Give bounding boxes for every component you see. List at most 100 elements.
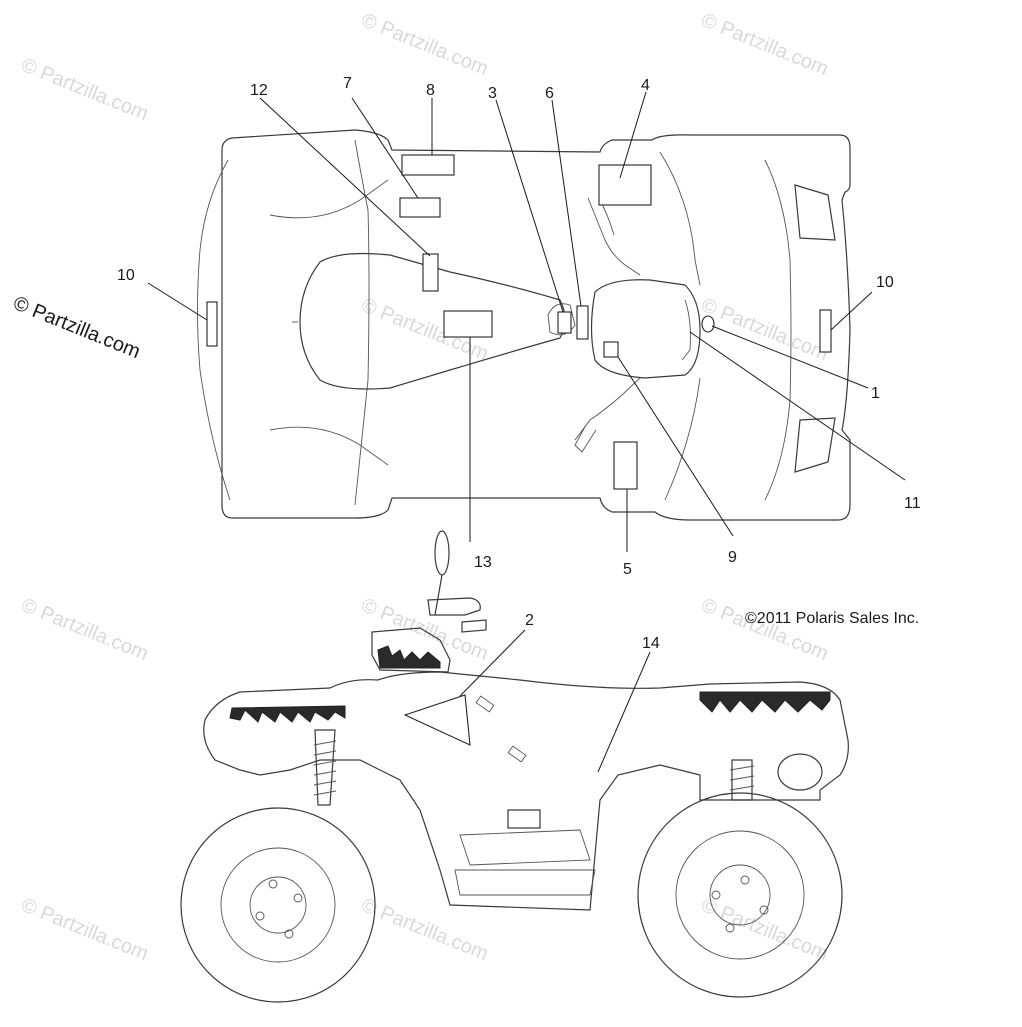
decal-13 (443, 310, 493, 338)
rear-lug-nut (740, 875, 750, 885)
rear-well-upper (269, 179, 389, 219)
rear-lug-nut (759, 905, 769, 915)
front-rack-pattern (377, 645, 441, 669)
callout-13: 13 (474, 554, 492, 571)
rear-rim (675, 830, 805, 960)
footrest (454, 869, 596, 896)
leader-2 (459, 629, 526, 697)
brand-watermark: © Partzilla.com (10, 292, 143, 363)
decal-12 (422, 253, 439, 292)
handlebar-lower (574, 377, 641, 441)
leader-6 (551, 99, 582, 307)
callout-11: 11 (904, 495, 921, 512)
pod-lens (681, 299, 691, 361)
handlebar-side (427, 597, 481, 616)
rear-well-lower (269, 426, 389, 466)
front-hub (249, 876, 307, 934)
decal-10-right (819, 309, 832, 353)
leader-12 (259, 97, 431, 257)
rear-fender-contour (197, 159, 231, 501)
callout-7: 7 (343, 75, 352, 92)
callout-10-left: 10 (117, 267, 135, 284)
front-fender-upper (659, 151, 701, 286)
decal-side-panel (507, 809, 541, 829)
decal-1 (701, 315, 715, 333)
rear-fender-edge (354, 139, 370, 506)
mirror-stem (434, 574, 443, 616)
muffler (777, 753, 823, 791)
decal-4 (598, 164, 652, 206)
seat-outline (299, 252, 566, 390)
rear-shock (731, 759, 753, 801)
leader-3 (495, 99, 564, 313)
footwell (459, 829, 591, 866)
decal-6 (576, 305, 589, 340)
front-fender-lower (664, 377, 701, 501)
handlebar-grip-lower (574, 424, 597, 453)
atv-side-view: 2 14 (180, 530, 849, 1003)
callout-12: 12 (250, 82, 268, 99)
callout-14: 14 (642, 635, 660, 652)
watermark-text: © Partzilla.com (698, 594, 831, 665)
watermark-text: © Partzilla.com (358, 9, 491, 80)
front-shock (314, 729, 336, 806)
callout-4: 4 (641, 77, 650, 94)
rear-hub (709, 864, 771, 926)
front-fender-inner (764, 159, 792, 501)
watermark-text: © Partzilla.com (698, 9, 831, 80)
watermark-text: © Partzilla.com (358, 894, 491, 965)
body-outline (221, 129, 851, 521)
mirror (434, 530, 450, 576)
front-pod-side (371, 627, 451, 673)
decal-2-triangle (403, 694, 471, 746)
front-pod (590, 279, 701, 379)
callout-2: 2 (525, 612, 534, 629)
rear-tire (637, 792, 843, 998)
decal-10-left (206, 301, 218, 347)
watermark-text: © Partzilla.com (18, 894, 151, 965)
rear-lug-nut (711, 890, 721, 900)
tank-cap (547, 303, 576, 336)
leader-14 (597, 651, 651, 773)
front-fender-pattern (229, 705, 346, 723)
atv-top-view: 12 7 8 3 6 4 10 10 1 11 13 5 9 (117, 75, 921, 578)
front-lug-nut (255, 911, 265, 921)
side-slot-2 (507, 745, 527, 763)
front-vent-upper (794, 184, 836, 241)
leader-11 (689, 331, 906, 481)
front-lug-nut (293, 893, 303, 903)
watermark-text: © Partzilla.com (18, 594, 151, 665)
copyright-text: ©2011 Polaris Sales Inc. (745, 610, 919, 627)
callout-9: 9 (728, 549, 737, 566)
decal-3 (557, 311, 572, 334)
decal-8 (401, 154, 455, 176)
handlebar-upper (587, 197, 641, 276)
callout-5: 5 (623, 561, 632, 578)
leader-9 (617, 356, 734, 537)
callout-10-right: 10 (876, 274, 894, 291)
side-slot-1 (475, 695, 495, 713)
leader-10-right (830, 291, 873, 331)
decal-9 (603, 341, 619, 358)
rear-shock-spring (729, 765, 755, 791)
front-vent-lower (794, 417, 836, 473)
body-side (203, 671, 849, 911)
leader-10-left (147, 282, 208, 321)
decal-5 (613, 441, 638, 490)
callout-3: 3 (488, 85, 497, 102)
lever-side (461, 619, 487, 633)
front-lug-nut (284, 929, 294, 939)
leader-7 (351, 97, 419, 199)
decal-7 (399, 197, 441, 218)
watermark-text: © Partzilla.com (18, 54, 151, 125)
watermark-group: © Partzilla.com © Partzilla.com © Partzi… (18, 9, 831, 965)
watermark-text: © Partzilla.com (698, 294, 831, 365)
front-shock-spring (313, 740, 337, 796)
callout-6: 6 (545, 85, 554, 102)
front-rim (220, 847, 336, 963)
callout-8: 8 (426, 82, 435, 99)
leader-4 (619, 91, 647, 179)
front-tire (180, 807, 376, 1003)
callout-1: 1 (871, 385, 880, 402)
